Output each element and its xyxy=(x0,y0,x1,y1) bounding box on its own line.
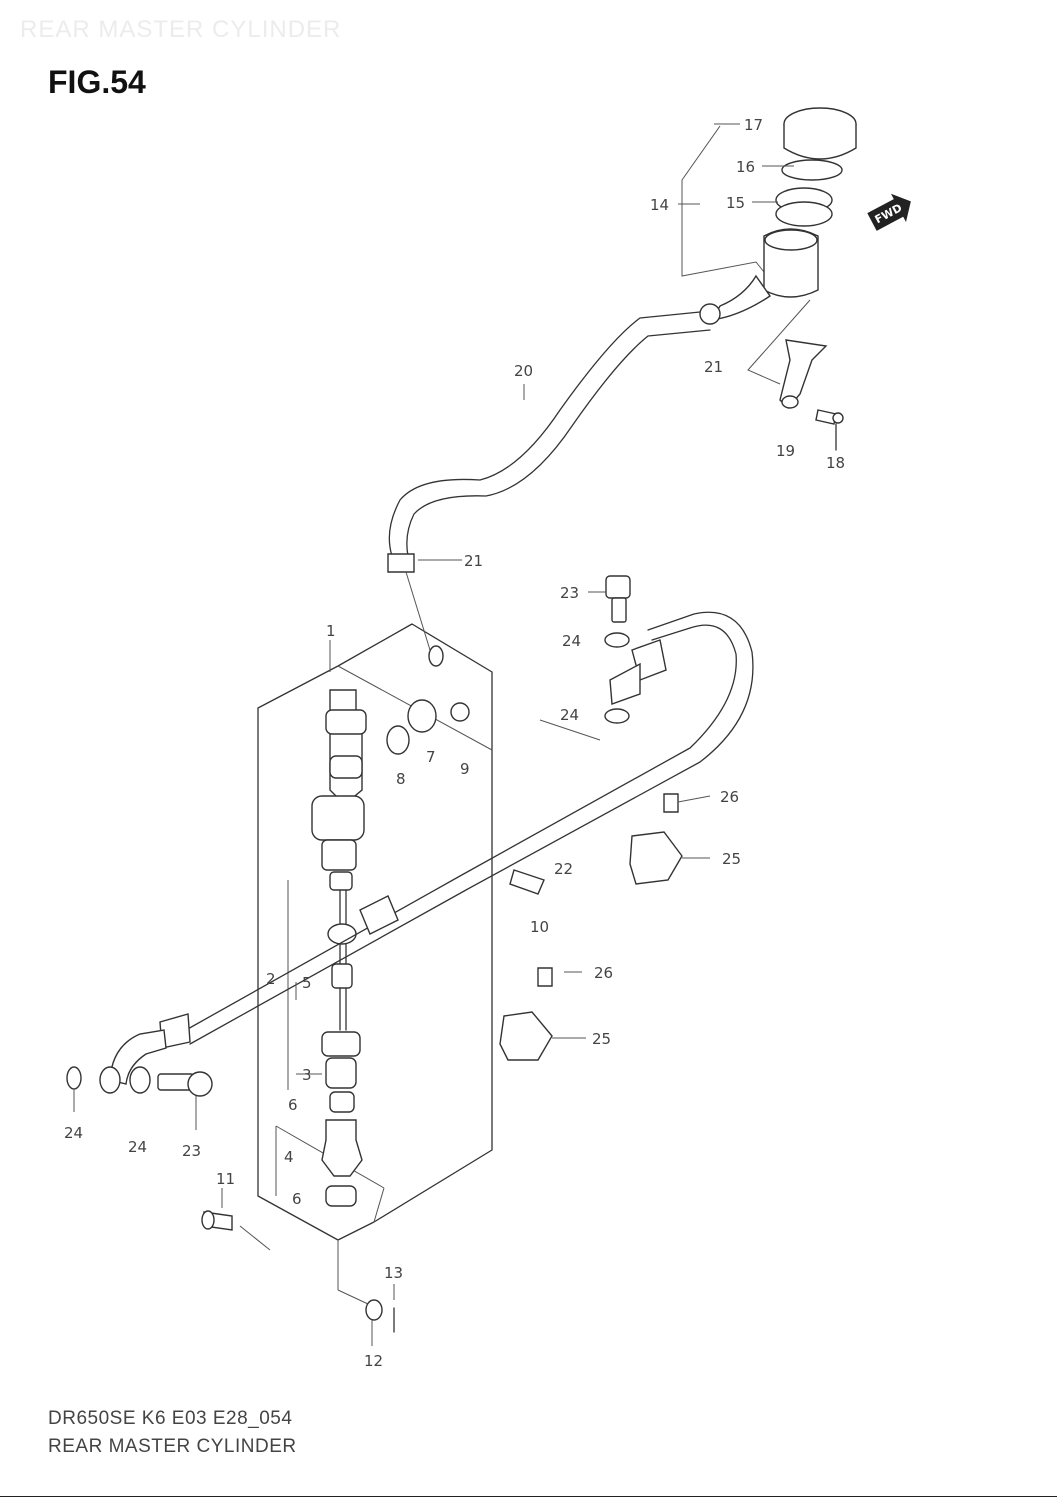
callout-23-lower: 23 xyxy=(182,1142,201,1160)
callout-12: 12 xyxy=(364,1352,383,1370)
diagram-caption: REAR MASTER CYLINDER xyxy=(48,1436,297,1457)
callout-24-a: 24 xyxy=(562,632,581,650)
callout-20: 20 xyxy=(514,362,533,380)
callout-25-lower: 25 xyxy=(592,1030,611,1048)
callout-14: 14 xyxy=(650,196,669,214)
callout-6-lower: 6 xyxy=(292,1190,302,1208)
ghost-title: REAR MASTER CYLINDER xyxy=(20,16,342,43)
callout-4: 4 xyxy=(284,1148,294,1166)
callout-23-upper: 23 xyxy=(560,584,579,602)
callout-2: 2 xyxy=(266,970,276,988)
master-cylinder-parts xyxy=(311,689,470,1207)
callout-15: 15 xyxy=(726,194,745,212)
callout-19: 19 xyxy=(776,442,795,460)
callout-10: 10 xyxy=(530,918,549,936)
callout-5: 5 xyxy=(302,974,312,992)
diagram-code: DR650SE K6 E03 E28_054 xyxy=(48,1408,293,1429)
callout-7: 7 xyxy=(426,748,436,766)
callout-26-lower: 26 xyxy=(594,964,613,982)
callout-11: 11 xyxy=(216,1170,235,1188)
leader-lines xyxy=(73,123,794,1346)
callout-13: 13 xyxy=(384,1264,403,1282)
figure-label: FIG.54 xyxy=(48,64,146,100)
pedal-hardware xyxy=(201,1210,395,1333)
reservoir-hose xyxy=(387,303,721,667)
brake-hose xyxy=(109,611,754,1085)
lower-union-bolt xyxy=(66,1066,213,1097)
reservoir-assembly xyxy=(681,107,857,321)
callout-25-upper: 25 xyxy=(722,850,741,868)
callout-24-c: 24 xyxy=(64,1124,83,1142)
bottom-border xyxy=(0,1496,1057,1497)
callout-labels: 1 2 3 4 5 6 6 7 8 9 10 11 12 13 14 15 16… xyxy=(64,116,845,1370)
callout-26-upper: 26 xyxy=(720,788,739,806)
callout-9: 9 xyxy=(460,760,470,778)
forward-arrow: FWD xyxy=(867,193,911,231)
callout-21-upper: 21 xyxy=(704,358,723,376)
upper-bracket xyxy=(747,299,844,451)
callout-1: 1 xyxy=(326,622,336,640)
callout-24-d: 24 xyxy=(128,1138,147,1156)
callout-21-lower: 21 xyxy=(464,552,483,570)
callout-6-upper: 6 xyxy=(288,1096,298,1114)
mounting-parts xyxy=(499,793,683,1061)
callout-18: 18 xyxy=(826,454,845,472)
callout-22: 22 xyxy=(554,860,573,878)
callout-8: 8 xyxy=(396,770,406,788)
callout-3: 3 xyxy=(302,1066,312,1084)
upper-union-bolt xyxy=(604,575,631,724)
callout-16: 16 xyxy=(736,158,755,176)
callout-24-b: 24 xyxy=(560,706,579,724)
callout-17: 17 xyxy=(744,116,763,134)
